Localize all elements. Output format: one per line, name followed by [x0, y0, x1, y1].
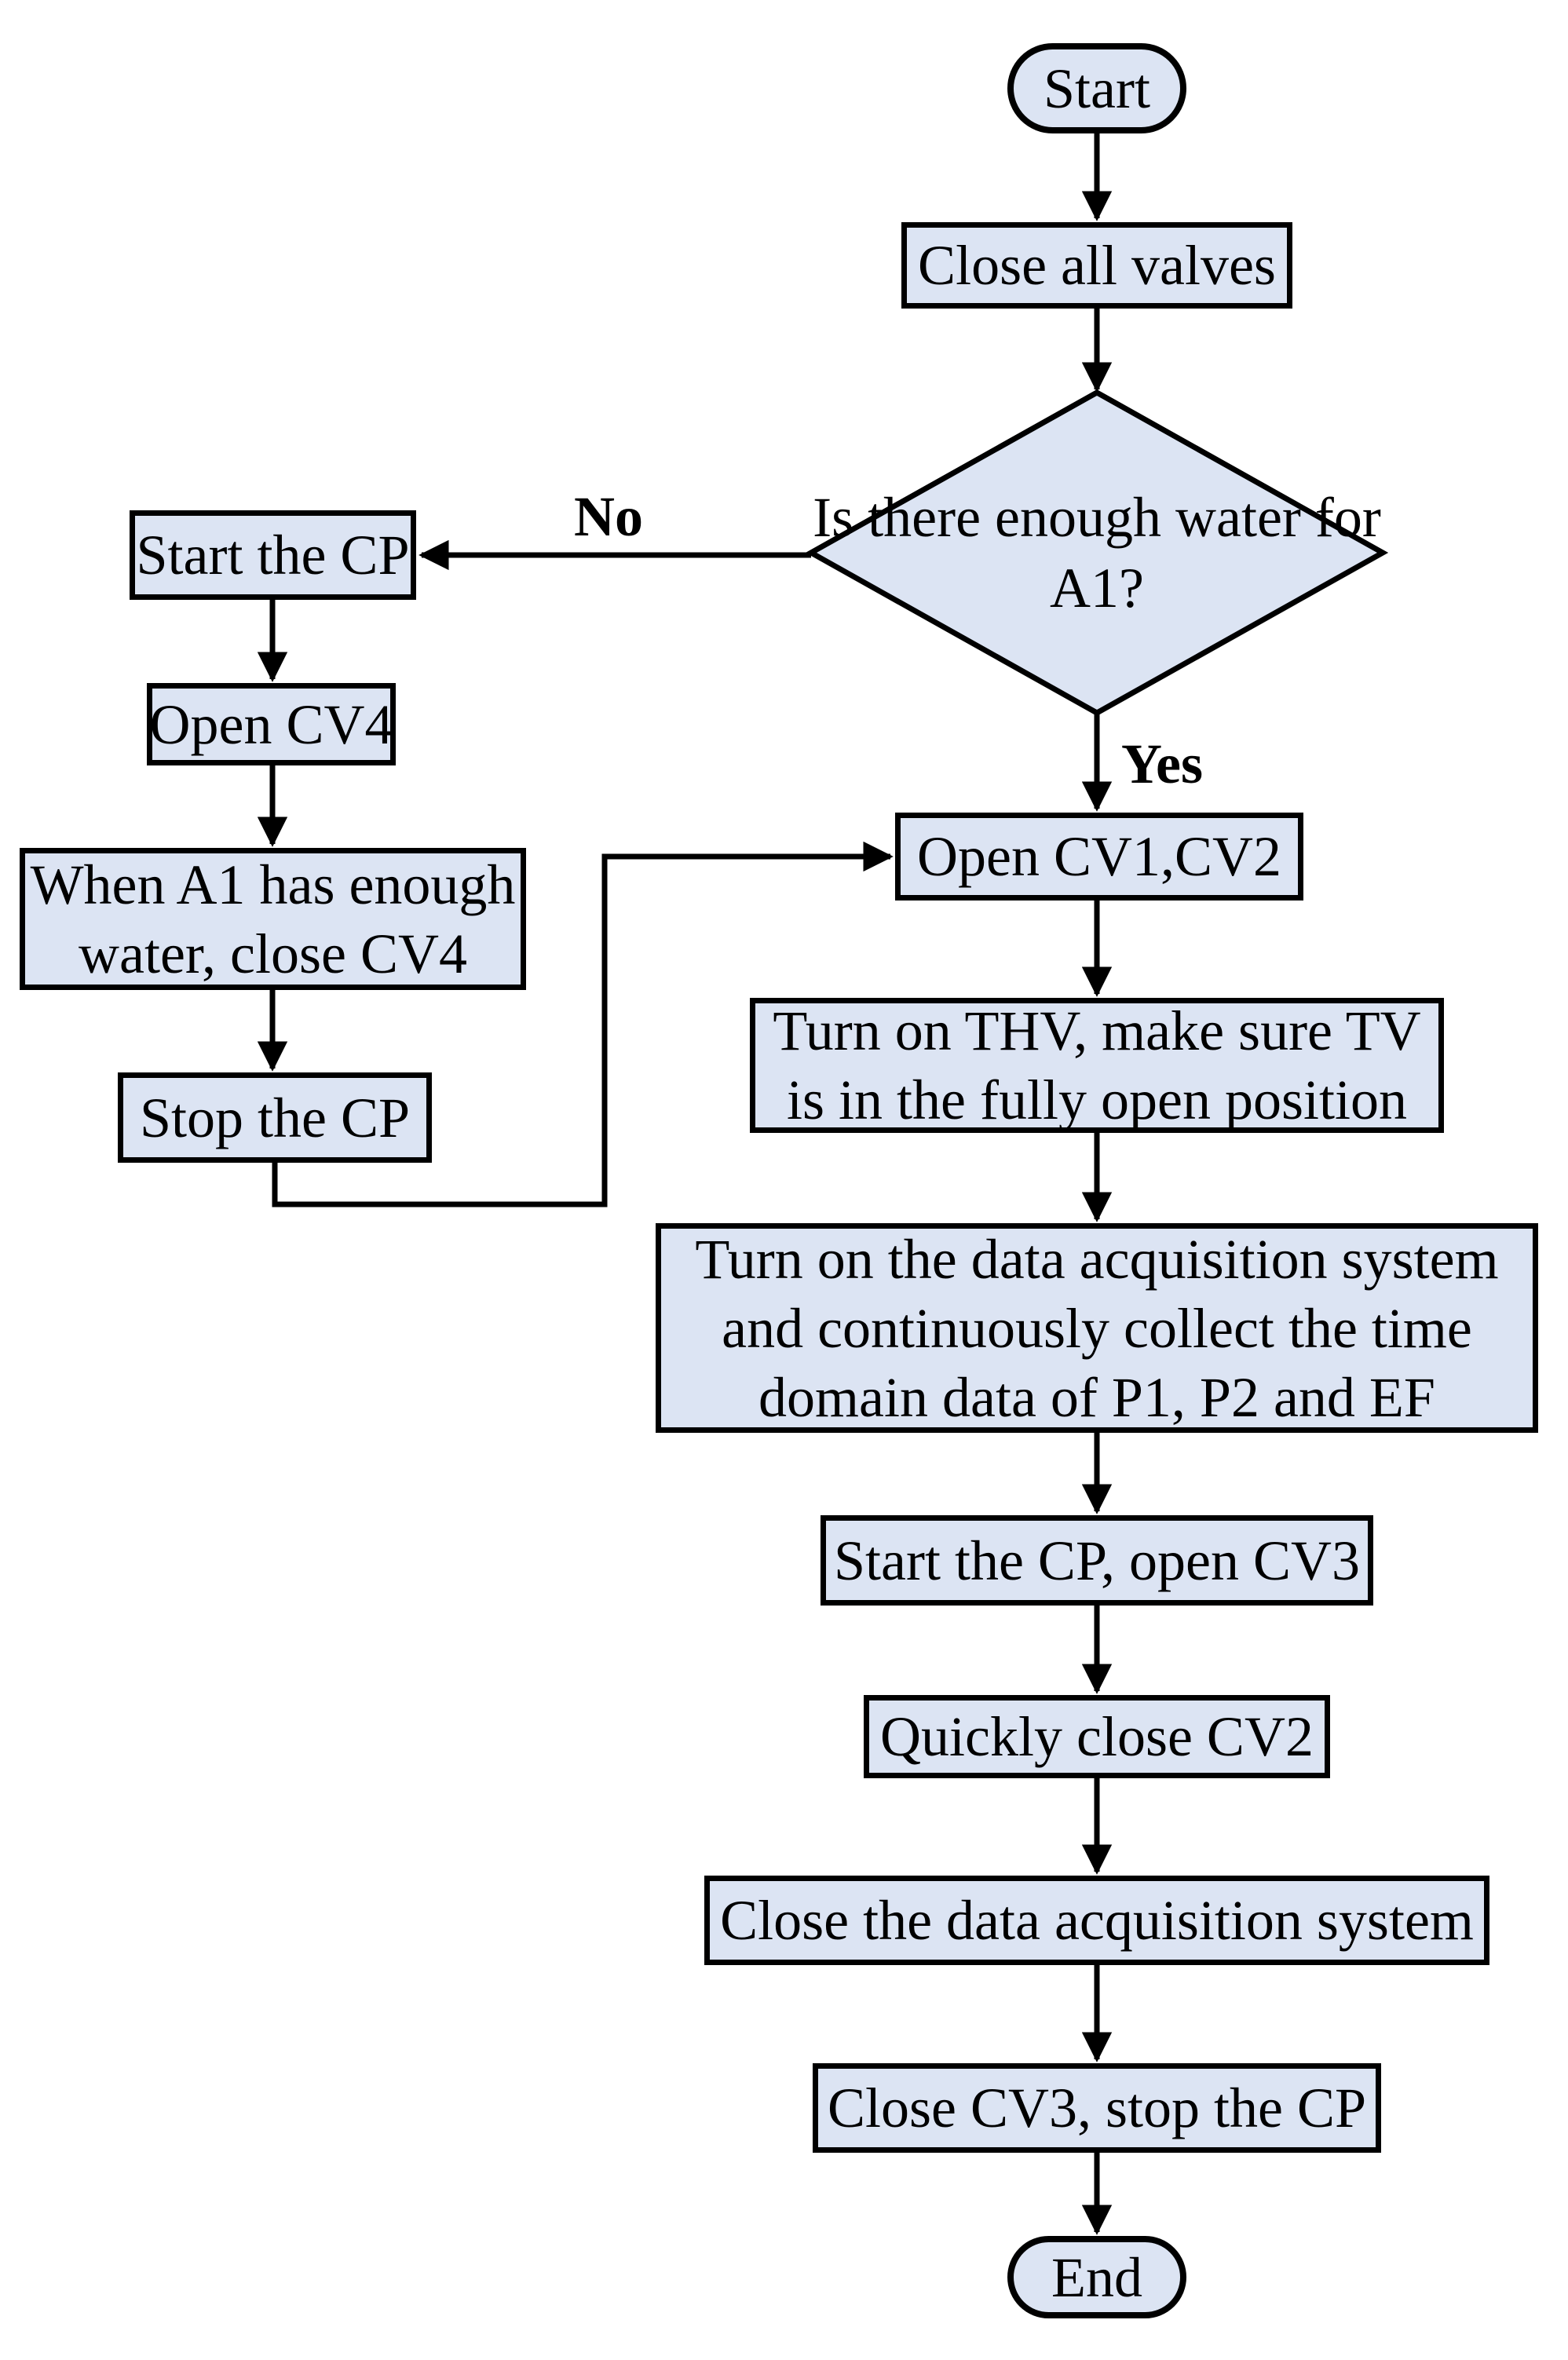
node-quickly-close-cv2-label: Quickly close CV2: [880, 1705, 1314, 1768]
node-open-cv1-cv2: Open CV1,CV2: [895, 813, 1303, 901]
node-end: End: [1007, 2236, 1186, 2318]
node-start: Start: [1007, 43, 1186, 133]
node-close-all-valves: Close all valves: [901, 222, 1292, 309]
node-turn-on-thv-label: Turn on THV, make sure TV is in the full…: [773, 999, 1421, 1131]
edge-label-yes: Yes: [1121, 732, 1203, 795]
edge-label-no: No: [574, 485, 643, 548]
node-start-the-cp: Start the CP: [130, 510, 416, 600]
node-when-a1-close-cv4: When A1 has enough water, close CV4: [20, 848, 526, 990]
node-open-cv4-label: Open CV4: [149, 692, 393, 756]
node-close-das: Close the data acquisition system: [704, 1876, 1489, 1965]
node-end-label: End: [1051, 2245, 1142, 2309]
node-start-label: Start: [1044, 57, 1150, 120]
node-close-cv3-stop-cp-label: Close CV3, stop the CP: [827, 2077, 1367, 2139]
node-stop-the-cp: Stop the CP: [118, 1072, 432, 1163]
node-start-the-cp-label: Start the CP: [136, 524, 410, 586]
node-open-cv1-cv2-label: Open CV1,CV2: [917, 825, 1281, 888]
node-close-all-valves-label: Close all valves: [918, 234, 1276, 297]
node-open-cv4: Open CV4: [147, 683, 396, 765]
node-turn-on-thv: Turn on THV, make sure TV is in the full…: [750, 998, 1444, 1133]
node-water-decision-label: Is there enough water for A1?: [813, 486, 1381, 619]
node-close-cv3-stop-cp: Close CV3, stop the CP: [813, 2063, 1381, 2153]
node-turn-on-das: Turn on the data acquisition system and …: [656, 1223, 1538, 1433]
node-water-decision: Is there enough water for A1?: [811, 393, 1383, 713]
node-when-a1-close-cv4-label: When A1 has enough water, close CV4: [30, 853, 516, 985]
node-start-cp-open-cv3-label: Start the CP, open CV3: [833, 1529, 1360, 1592]
node-quickly-close-cv2: Quickly close CV2: [864, 1695, 1330, 1778]
node-stop-the-cp-label: Stop the CP: [139, 1086, 411, 1149]
arrow-stop-cp-loop-to-open-cv1cv2: [272, 841, 894, 1207]
node-close-das-label: Close the data acquisition system: [720, 1889, 1474, 1952]
node-turn-on-das-label: Turn on the data acquisition system and …: [695, 1227, 1499, 1429]
node-start-cp-open-cv3: Start the CP, open CV3: [821, 1515, 1373, 1606]
